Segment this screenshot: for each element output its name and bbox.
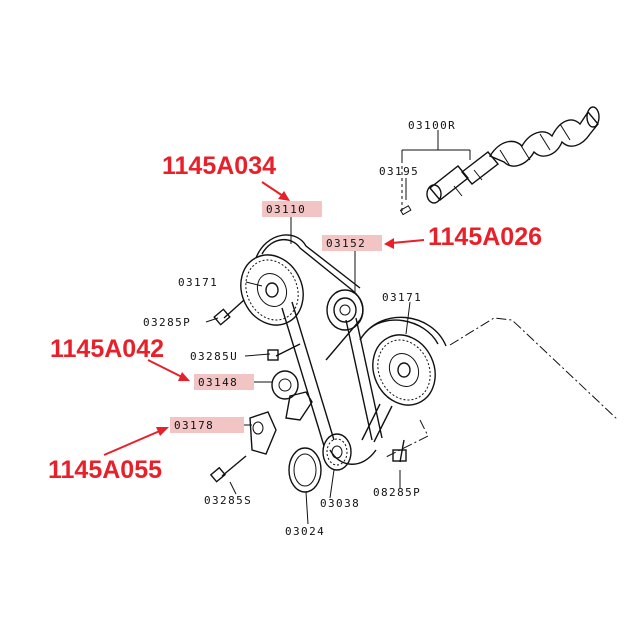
callout-1145A026: 1145A026 <box>428 223 542 251</box>
label-08285P: 08285P <box>373 486 421 499</box>
callout-arrows <box>103 181 425 456</box>
highlight-03148 <box>194 374 254 390</box>
bracket-03100R <box>401 130 471 212</box>
label-03285P: 03285P <box>143 316 191 329</box>
highlight-03110 <box>262 201 322 217</box>
label-03285S: 03285S <box>204 494 252 507</box>
highlight-03178 <box>170 417 244 433</box>
cam-sprocket-left <box>240 254 304 326</box>
label-03171-left: 03171 <box>178 276 218 289</box>
tensioner-arm <box>249 411 277 455</box>
label-03110: 03110 <box>266 203 306 216</box>
camshaft <box>426 106 600 204</box>
label-03100R: 03100R <box>408 119 456 132</box>
washer <box>288 447 322 493</box>
leader-lines <box>205 178 411 525</box>
idler-pulley <box>326 289 364 331</box>
pin-03195 <box>399 205 412 216</box>
label-03152: 03152 <box>326 237 366 250</box>
label-03171-right: 03171 <box>382 291 422 304</box>
bolt-03285P-left <box>213 299 245 326</box>
cam-sprocket-right <box>372 334 436 406</box>
label-03148: 03148 <box>198 376 238 389</box>
callout-1145A034: 1145A034 <box>162 152 276 180</box>
callout-1145A055: 1145A055 <box>48 456 162 484</box>
timing-belt <box>255 234 447 465</box>
callout-1145A042: 1145A042 <box>50 335 164 363</box>
bolt-08285P <box>392 439 407 463</box>
label-03178: 03178 <box>174 419 214 432</box>
bolt-03285U <box>267 343 301 361</box>
label-03195: 03195 <box>379 165 419 178</box>
tensioner <box>271 370 313 421</box>
crank-sprocket <box>322 433 352 471</box>
bolt-03285S <box>209 455 247 483</box>
label-03038: 03038 <box>320 497 360 510</box>
label-03024: 03024 <box>285 525 325 538</box>
highlight-03152 <box>322 235 382 251</box>
reference-lines <box>383 317 619 459</box>
label-03285U: 03285U <box>190 350 238 363</box>
